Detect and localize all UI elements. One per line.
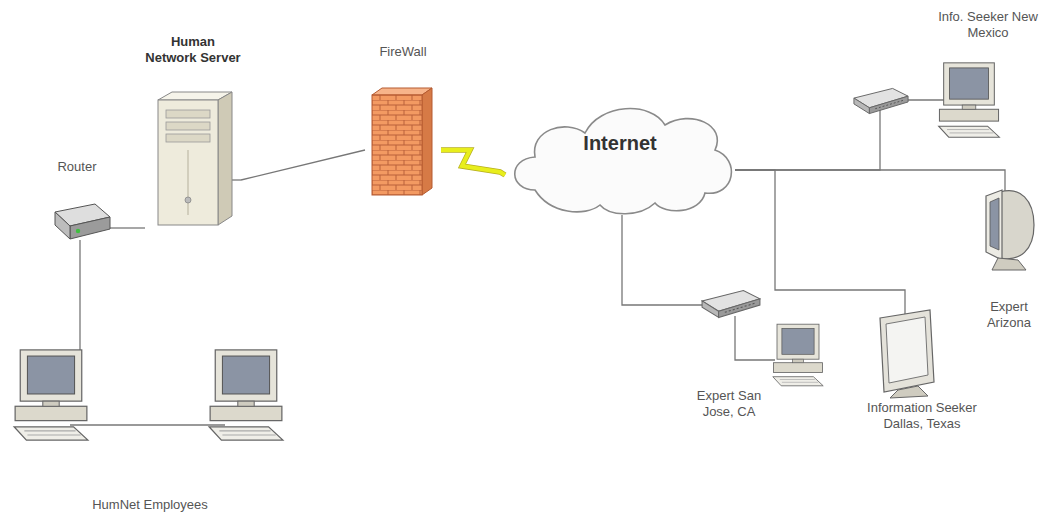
hub-wire (905, 99, 945, 100)
internet-cloud: Internet (505, 95, 735, 215)
network-cable (735, 140, 880, 170)
server-tower (158, 92, 232, 225)
lan-node: HumNet Employees (5, 329, 295, 517)
device-label: Expert San Jose, CA (681, 388, 777, 420)
network-cable (622, 215, 659, 305)
device-label: Internet (545, 131, 695, 155)
computer-icon (209, 350, 283, 440)
network-cable (79, 256, 80, 329)
network-cable (116, 227, 145, 228)
lan-stub (79, 329, 80, 350)
lan-wire (70, 424, 225, 425)
device-label: Information Seeker Dallas, Texas (866, 400, 978, 432)
computer-icon (939, 63, 1000, 137)
network-cable (241, 150, 365, 180)
cloud-outline (505, 95, 735, 215)
device-label: Router (38, 159, 116, 175)
computer-icon (773, 324, 823, 386)
client-node: Expert San Jose, CA (659, 280, 831, 430)
device-label: Expert Arizona (974, 299, 1044, 331)
client-node: Information Seeker Dallas, Texas (862, 304, 982, 460)
link-outline (441, 150, 505, 175)
firewall-wall (372, 88, 432, 195)
hub-wire (659, 304, 705, 305)
wireless-link (441, 150, 505, 175)
local-wires (70, 100, 1005, 425)
server-stub (232, 179, 241, 180)
hub-icon (854, 88, 908, 113)
computer-icon (14, 350, 88, 440)
monitor-stub (1004, 179, 1005, 192)
hub-wire (735, 316, 775, 360)
hub-icon (702, 291, 760, 318)
device-label: HumNet Employees (65, 497, 235, 513)
crt-monitor (986, 190, 1034, 270)
server-node: Human Network Server (145, 30, 241, 232)
router-icon (55, 204, 110, 239)
device-label: Human Network Server (145, 34, 241, 66)
network-cable (735, 170, 905, 304)
client-node: Expert Arizona (972, 179, 1046, 349)
firewall-node: FireWall (365, 40, 441, 200)
flat-monitor (880, 310, 934, 398)
device-label: Info. Seeker New Mexico (936, 9, 1040, 41)
hub-stub (879, 108, 880, 140)
cloud-shape (515, 109, 732, 214)
device-label: FireWall (365, 44, 441, 60)
client-node: Info. Seeker New Mexico (850, 5, 1046, 140)
router-node: Router (38, 155, 116, 256)
router-stub (79, 240, 80, 256)
